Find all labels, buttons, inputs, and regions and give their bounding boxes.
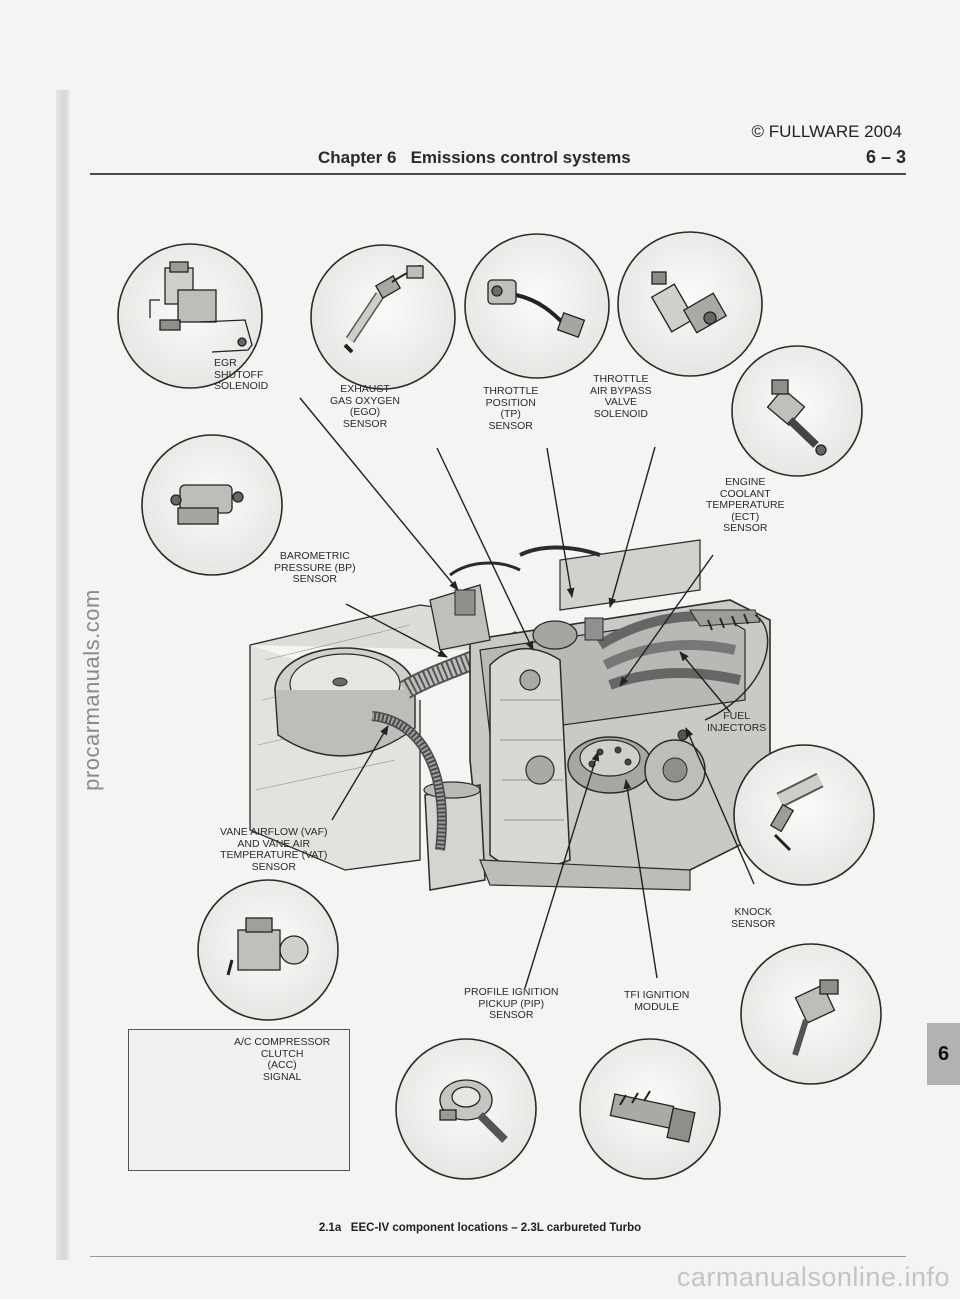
leader-lines [299, 397, 755, 989]
ect-leader [619, 554, 714, 687]
label-knock: KNOCK SENSOR [731, 906, 776, 930]
section-tab: 6 [927, 1023, 960, 1085]
ego-sensor-circle [310, 244, 456, 390]
label-throttle-air-bypass: THROTTLE AIR BYPASS VALVE SOLENOID [590, 373, 652, 420]
tfi-module-sketch [609, 1090, 696, 1143]
bp-sensor-sketch [170, 484, 244, 525]
label-vaf: VANE AIRFLOW (VAF) AND VANE AIR TEMPERAT… [220, 826, 328, 873]
knock-leader [685, 727, 755, 885]
tp-sensor-circle [464, 233, 610, 379]
label-egr: EGR SHUTOFF SOLENOID [214, 357, 269, 392]
bp-leader [345, 603, 448, 658]
label-fuel-injectors: FUEL INJECTORS [707, 710, 767, 734]
fuel-injector-circle [733, 744, 875, 886]
fuel-injector-sketch [769, 772, 824, 852]
footer-rule [90, 1256, 906, 1257]
label-acc: A/C COMPRESSOR CLUTCH (ACC) SIGNAL [234, 1036, 331, 1083]
chapter-title: Chapter 6 Emissions control systems [318, 148, 631, 167]
pip-leader [524, 751, 600, 989]
egr-leader [299, 397, 459, 591]
label-tp: THROTTLE POSITION (TP) SENSOR [483, 385, 539, 432]
tfi-leader [623, 779, 658, 979]
knock-sensor-sketch [792, 979, 839, 1056]
label-bp: BAROMETRIC PRESSURE (BP) SENSOR [274, 550, 356, 585]
vaf-sensor-sketch [226, 917, 309, 976]
engine-illustration [249, 539, 771, 891]
ect-sensor-sketch [766, 379, 827, 456]
ac-compressor-inset [128, 1029, 350, 1171]
figure-caption: 2.1a EEC-IV component locations – 2.3L c… [318, 1222, 642, 1234]
pip-sensor-sketch [439, 1079, 508, 1143]
ego-sensor-sketch [343, 264, 424, 354]
page-number: 6 – 3 [865, 147, 906, 167]
bypass-valve-sketch [650, 271, 728, 334]
label-pip: PROFILE IGNITION PICKUP (PIP) SENSOR [464, 986, 559, 1021]
label-ego: EXHAUST GAS OXYGEN (EGO) SENSOR [330, 383, 401, 430]
ego-leader [436, 447, 534, 651]
label-tfi: TFI IGNITION MODULE [624, 989, 690, 1013]
bottom-watermark[interactable]: carmanualsonline.info [676, 1262, 950, 1292]
header-rule [90, 173, 906, 175]
bypass-leader [608, 446, 656, 608]
injector-leader [679, 651, 731, 713]
tp-sensor-sketch [487, 279, 586, 339]
copyright-notice: © FULLWARE 2004 [751, 122, 902, 141]
tp-leader [546, 447, 575, 598]
part-sketches [149, 261, 839, 1161]
vaf-leader [331, 725, 389, 821]
egr-solenoid-sketch [149, 261, 253, 353]
label-ect: ENGINE COOLANT TEMPERATURE (ECT) SENSOR [706, 476, 785, 534]
page-edge-shadow [56, 90, 70, 1260]
throttle-air-bypass-circle [617, 231, 763, 377]
